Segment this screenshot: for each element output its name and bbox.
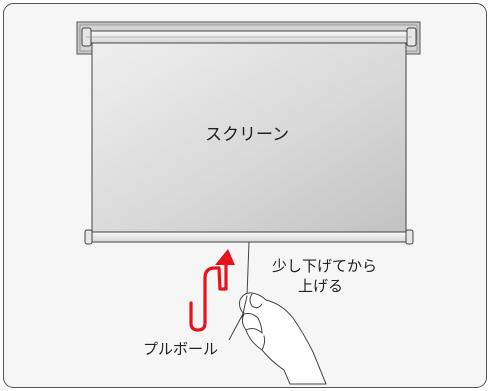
hand-pulling-cord-icon [239,292,327,385]
pull-cord [246,241,250,297]
roller-tube [81,27,417,47]
instruction-text-line2: 上げる [298,277,344,295]
up-hook-arrow-icon [189,249,235,332]
pull-ball-pointer [228,311,245,341]
screen-fabric [91,42,407,233]
screen-label: スクリーン [205,125,290,145]
bottom-bar [84,229,414,245]
instruction-text-line1: 少し下げてから [272,257,378,275]
pull-ball-label: プルボール [143,340,219,358]
